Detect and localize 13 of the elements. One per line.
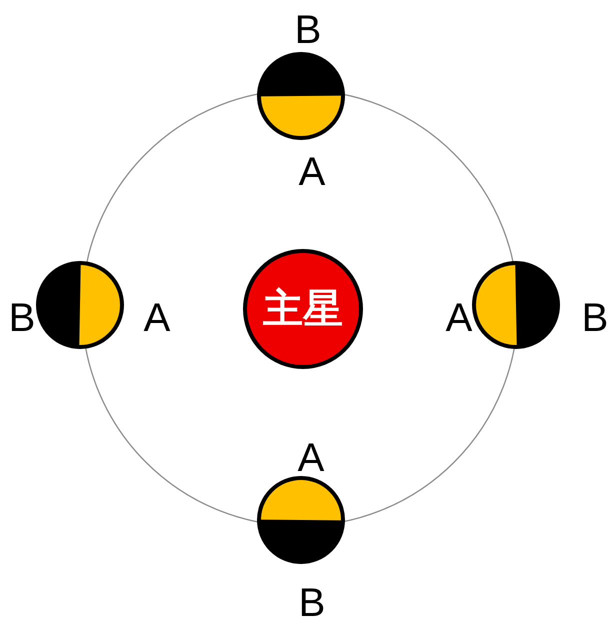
side-label: A — [446, 298, 472, 338]
half-lit-planet-icon — [257, 476, 345, 564]
star-label: 主星 — [263, 287, 343, 331]
half-lit-planet-icon — [36, 261, 124, 349]
side-label: B — [8, 298, 36, 338]
half-lit-planet-icon — [472, 261, 560, 349]
side-label: B — [298, 583, 326, 620]
side-label: A — [144, 298, 170, 338]
side-label: A — [298, 438, 324, 478]
half-lit-planet-icon — [257, 52, 345, 140]
side-label: A — [298, 152, 326, 192]
side-label: B — [294, 10, 322, 50]
side-label: B — [582, 298, 608, 338]
